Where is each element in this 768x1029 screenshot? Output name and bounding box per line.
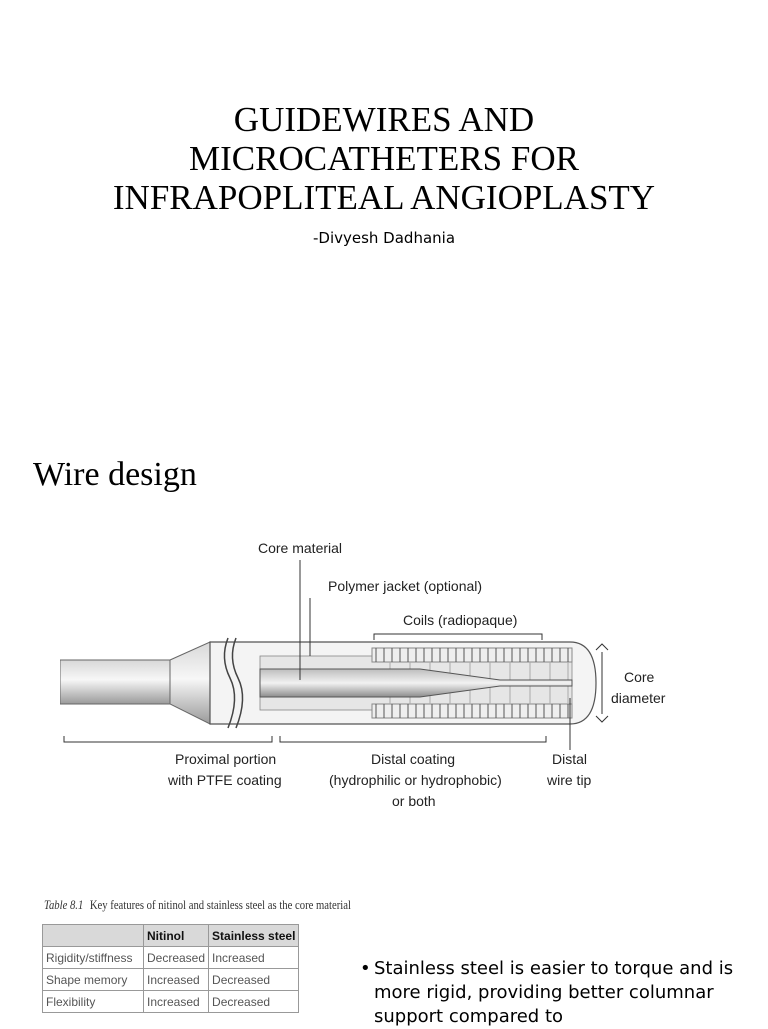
table-header: Stainless steel: [208, 924, 300, 947]
author-name: -Divyesh Dadhania: [312, 229, 456, 247]
shaft-taper: [169, 641, 211, 725]
table-number: Table 8.1: [44, 897, 84, 912]
title-line: GUIDEWIRES AND: [233, 100, 535, 139]
title-line: MICROCATHETERS FOR: [189, 139, 579, 178]
tapered-core: [259, 668, 573, 698]
proximal-shaft: [60, 659, 171, 705]
table-cell: Decreased: [208, 968, 300, 991]
table-row: Shape memory Increased Decreased: [42, 968, 300, 991]
table-caption: Table 8.1 Key features of nitinol and sta…: [44, 897, 351, 913]
bullet-icon: •: [360, 958, 371, 979]
table-cell: Increased: [208, 946, 300, 969]
slide-heading: Wire design: [33, 456, 197, 493]
table-header: Nitinol: [142, 924, 210, 947]
bullet-point: • Stainless steel is easier to torque an…: [360, 957, 750, 1029]
label-polymer-jacket: Polymer jacket (optional): [328, 578, 482, 594]
label-distal-coating: Distal coating: [371, 751, 455, 767]
label-core-diameter: diameter: [611, 690, 666, 706]
break-mark: [223, 637, 236, 729]
table-row: Rigidity/stiffness Decreased Increased: [42, 946, 300, 969]
table-row: Flexibility Increased Decreased: [42, 990, 300, 1013]
table-header: [42, 924, 144, 947]
label-proximal-portion: with PTFE coating: [167, 772, 282, 788]
table-cell: Rigidity/stiffness: [42, 946, 144, 969]
bullet-text: Stainless steel is easier to torque and …: [374, 958, 734, 1027]
label-distal-tip: Distal: [552, 751, 587, 767]
radiopaque-coils: [371, 647, 573, 719]
table-cell: Decreased: [142, 946, 210, 969]
table-cell: Increased: [142, 990, 210, 1013]
label-core-diameter: Core: [624, 669, 655, 685]
table-cell: Increased: [142, 968, 210, 991]
table-header-row: Nitinol Stainless steel: [42, 924, 300, 947]
title-slide: GUIDEWIRES AND MICROCATHETERS FOR INFRAP…: [0, 0, 768, 420]
label-distal-coating: (hydrophilic or hydrophobic): [329, 772, 502, 788]
core-material-table: Nitinol Stainless steel Rigidity/stiffne…: [42, 924, 300, 1013]
table-cell: Flexibility: [42, 990, 144, 1013]
label-coils: Coils (radiopaque): [403, 612, 517, 628]
table-cell: Decreased: [208, 990, 300, 1013]
label-proximal-portion: Proximal portion: [175, 751, 276, 767]
label-distal-coating: or both: [392, 793, 436, 809]
presentation-title: GUIDEWIRES AND MICROCATHETERS FOR INFRAP…: [0, 100, 768, 217]
label-distal-tip: wire tip: [546, 772, 592, 788]
table-caption-text: Key features of nitinol and stainless st…: [89, 897, 351, 912]
label-core-material: Core material: [258, 540, 342, 556]
title-line: INFRAPOPLITEAL ANGIOPLASTY: [112, 178, 656, 217]
guidewire-diagram: Core material Polymer jacket (optional) …: [60, 540, 666, 809]
break-mark: [231, 637, 244, 729]
table-cell: Shape memory: [42, 968, 144, 991]
